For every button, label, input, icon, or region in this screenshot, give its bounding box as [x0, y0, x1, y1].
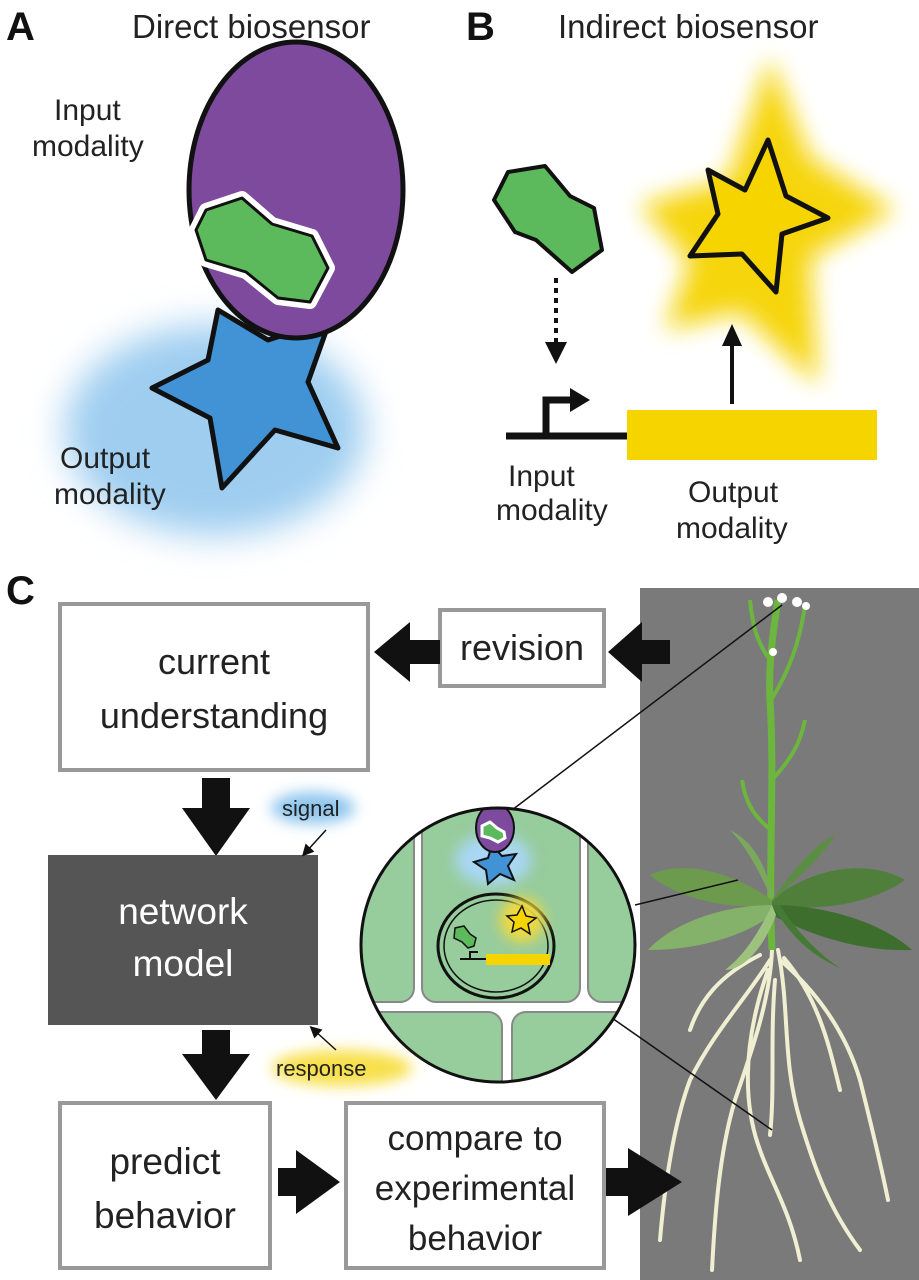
revision-box [438, 608, 606, 688]
panel-label-c: C [6, 569, 35, 613]
indirect-input-label-2: modality [496, 494, 608, 527]
arrow-plant-to-revision [608, 622, 670, 682]
current-understanding-text-2: understanding [100, 695, 328, 736]
compare-text-1: compare to [387, 1119, 562, 1158]
current-understanding-text-1: current [158, 641, 270, 682]
green-ligand-free [492, 164, 604, 274]
yellow-star-outline [687, 137, 831, 295]
compare-text-2: experimental [375, 1169, 575, 1208]
network-model-box [48, 855, 318, 1025]
direct-input-label-1: Input [54, 94, 121, 127]
indirect-input-label-1: Input [508, 460, 575, 493]
signal-glow [271, 792, 355, 824]
panel-label-a: A [6, 5, 35, 49]
arrow-model-to-predict [182, 1030, 250, 1100]
revision-text: revision [460, 627, 584, 668]
arrow-understanding-to-model [182, 778, 250, 856]
network-model-text-1: network [118, 891, 248, 932]
predict-behavior-text-2: behavior [94, 1195, 236, 1236]
compare-text-3: behavior [408, 1219, 543, 1258]
network-model-text-2: model [133, 943, 234, 984]
signal-arrow [301, 829, 327, 857]
direct-output-label-1: Output [60, 442, 151, 475]
dotted-arrow-head [545, 342, 567, 364]
response-label: response [276, 1056, 367, 1081]
expression-arrow-head [722, 324, 742, 346]
arrow-revision-to-understanding [374, 622, 440, 682]
green-ligand-outline [194, 196, 330, 304]
response-glow [272, 1050, 412, 1086]
signal-label: signal [282, 796, 339, 821]
yellow-reporter-gene [627, 410, 877, 460]
response-arrow [309, 1025, 337, 1051]
promoter-arrow-head [570, 388, 590, 412]
promoter-arrow [542, 396, 574, 436]
zoom-lines [511, 604, 783, 1131]
indirect-output-label-2: modality [676, 512, 788, 545]
indirect-output-label-1: Output [688, 476, 779, 509]
direct-biosensor-title: Direct biosensor [132, 8, 370, 45]
arabidopsis-plant [648, 593, 912, 1272]
predict-behavior-box [58, 1101, 272, 1270]
direct-biosensor-illustration [65, 39, 406, 535]
direct-input-label-2: modality [32, 130, 144, 163]
predict-behavior-text-1: predict [109, 1141, 221, 1182]
cycle-arrows [182, 622, 682, 1216]
arrow-compare-to-plant [606, 1148, 682, 1216]
indirect-biosensor-illustration [492, 58, 895, 460]
panel-label-b: B [466, 5, 495, 49]
compare-box [344, 1101, 606, 1270]
arrow-predict-to-compare [278, 1150, 340, 1214]
current-understanding-box [58, 602, 370, 772]
direct-output-label-2: modality [54, 478, 166, 511]
indirect-biosensor-title: Indirect biosensor [558, 8, 818, 45]
